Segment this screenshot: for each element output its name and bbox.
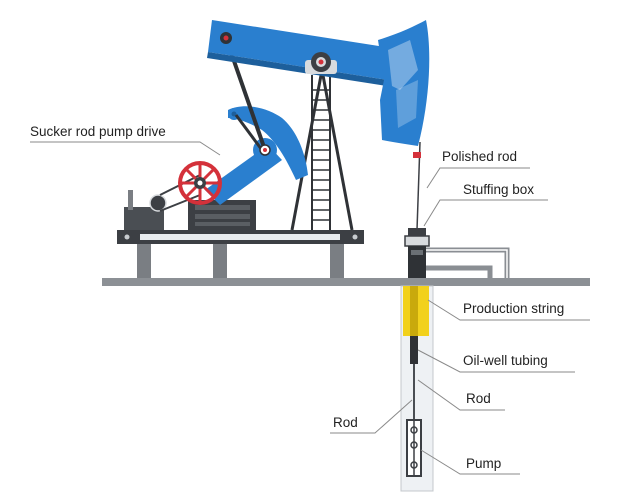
walking-beam <box>207 20 392 86</box>
motor-pulley-icon <box>149 194 167 212</box>
label-oil-well-tubing: Oil-well tubing <box>463 353 548 368</box>
base-skid <box>117 230 364 278</box>
pitman-counterweight <box>228 106 308 180</box>
downhole-pump <box>406 419 422 477</box>
label-rod-right: Rod <box>466 391 491 406</box>
leader-lines <box>30 141 590 475</box>
well-bore <box>400 285 434 492</box>
label-sucker-rod-pump-drive: Sucker rod pump drive <box>30 124 166 139</box>
label-pump: Pump <box>466 456 501 471</box>
label-rod-left: Rod <box>333 415 358 430</box>
ground-surface <box>102 278 590 286</box>
samson-post-tower <box>290 69 354 231</box>
gearbox-motor <box>124 174 256 230</box>
drive-wheel-icon <box>178 161 222 205</box>
horsehead <box>378 20 430 146</box>
saddle-bearing-icon <box>305 52 337 74</box>
label-polished-rod: Polished rod <box>442 149 517 164</box>
oil-well-tubing <box>410 336 418 364</box>
carrier-bar-icon <box>413 152 421 158</box>
stuffing-box <box>404 228 430 278</box>
flow-line <box>426 247 510 278</box>
label-production-string: Production string <box>463 301 564 316</box>
label-stuffing-box: Stuffing box <box>463 182 534 197</box>
